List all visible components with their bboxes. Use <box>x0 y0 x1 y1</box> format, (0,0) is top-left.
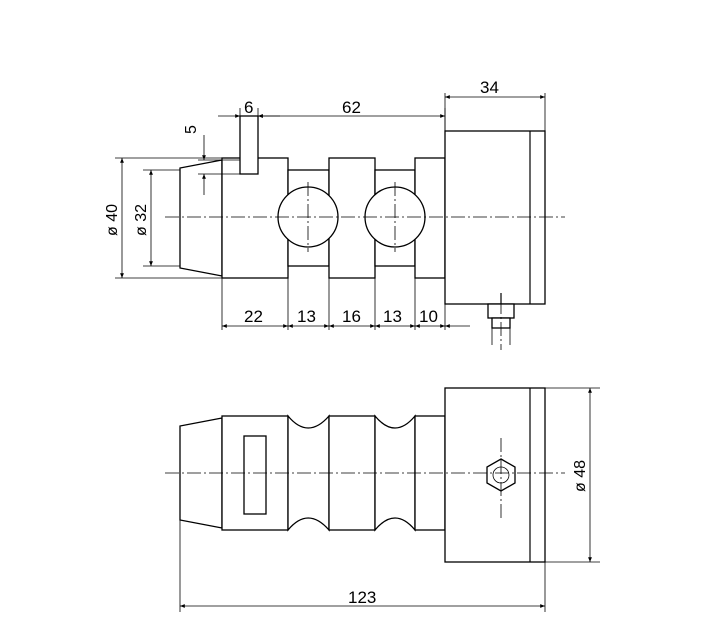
dim-5: 5 <box>183 125 200 134</box>
top-view: 6 62 34 5 ø 40 ø 32 <box>104 78 565 350</box>
dim-34: 34 <box>480 78 499 97</box>
top-connector-housing <box>444 130 546 305</box>
dim-pin-width: 6 <box>244 98 253 117</box>
top-tapered-nose <box>179 159 223 277</box>
dim-diameter-32: ø 32 <box>133 204 150 236</box>
bottom-view: ø 48 123 <box>165 387 600 612</box>
top-main-cylinder <box>221 157 289 279</box>
bottom-pin-slot <box>243 435 267 515</box>
dim-123: 123 <box>348 588 376 607</box>
dim-diameter-40: ø 40 <box>104 204 121 236</box>
dim-10: 10 <box>419 307 438 326</box>
dim-13-first: 13 <box>297 307 316 326</box>
dim-22: 22 <box>244 307 263 326</box>
top-pin <box>239 115 259 175</box>
dim-16: 16 <box>342 307 361 326</box>
dim-diameter-48: ø 48 <box>572 460 589 492</box>
dim-62: 62 <box>342 98 361 117</box>
dim-13-second: 13 <box>383 307 402 326</box>
